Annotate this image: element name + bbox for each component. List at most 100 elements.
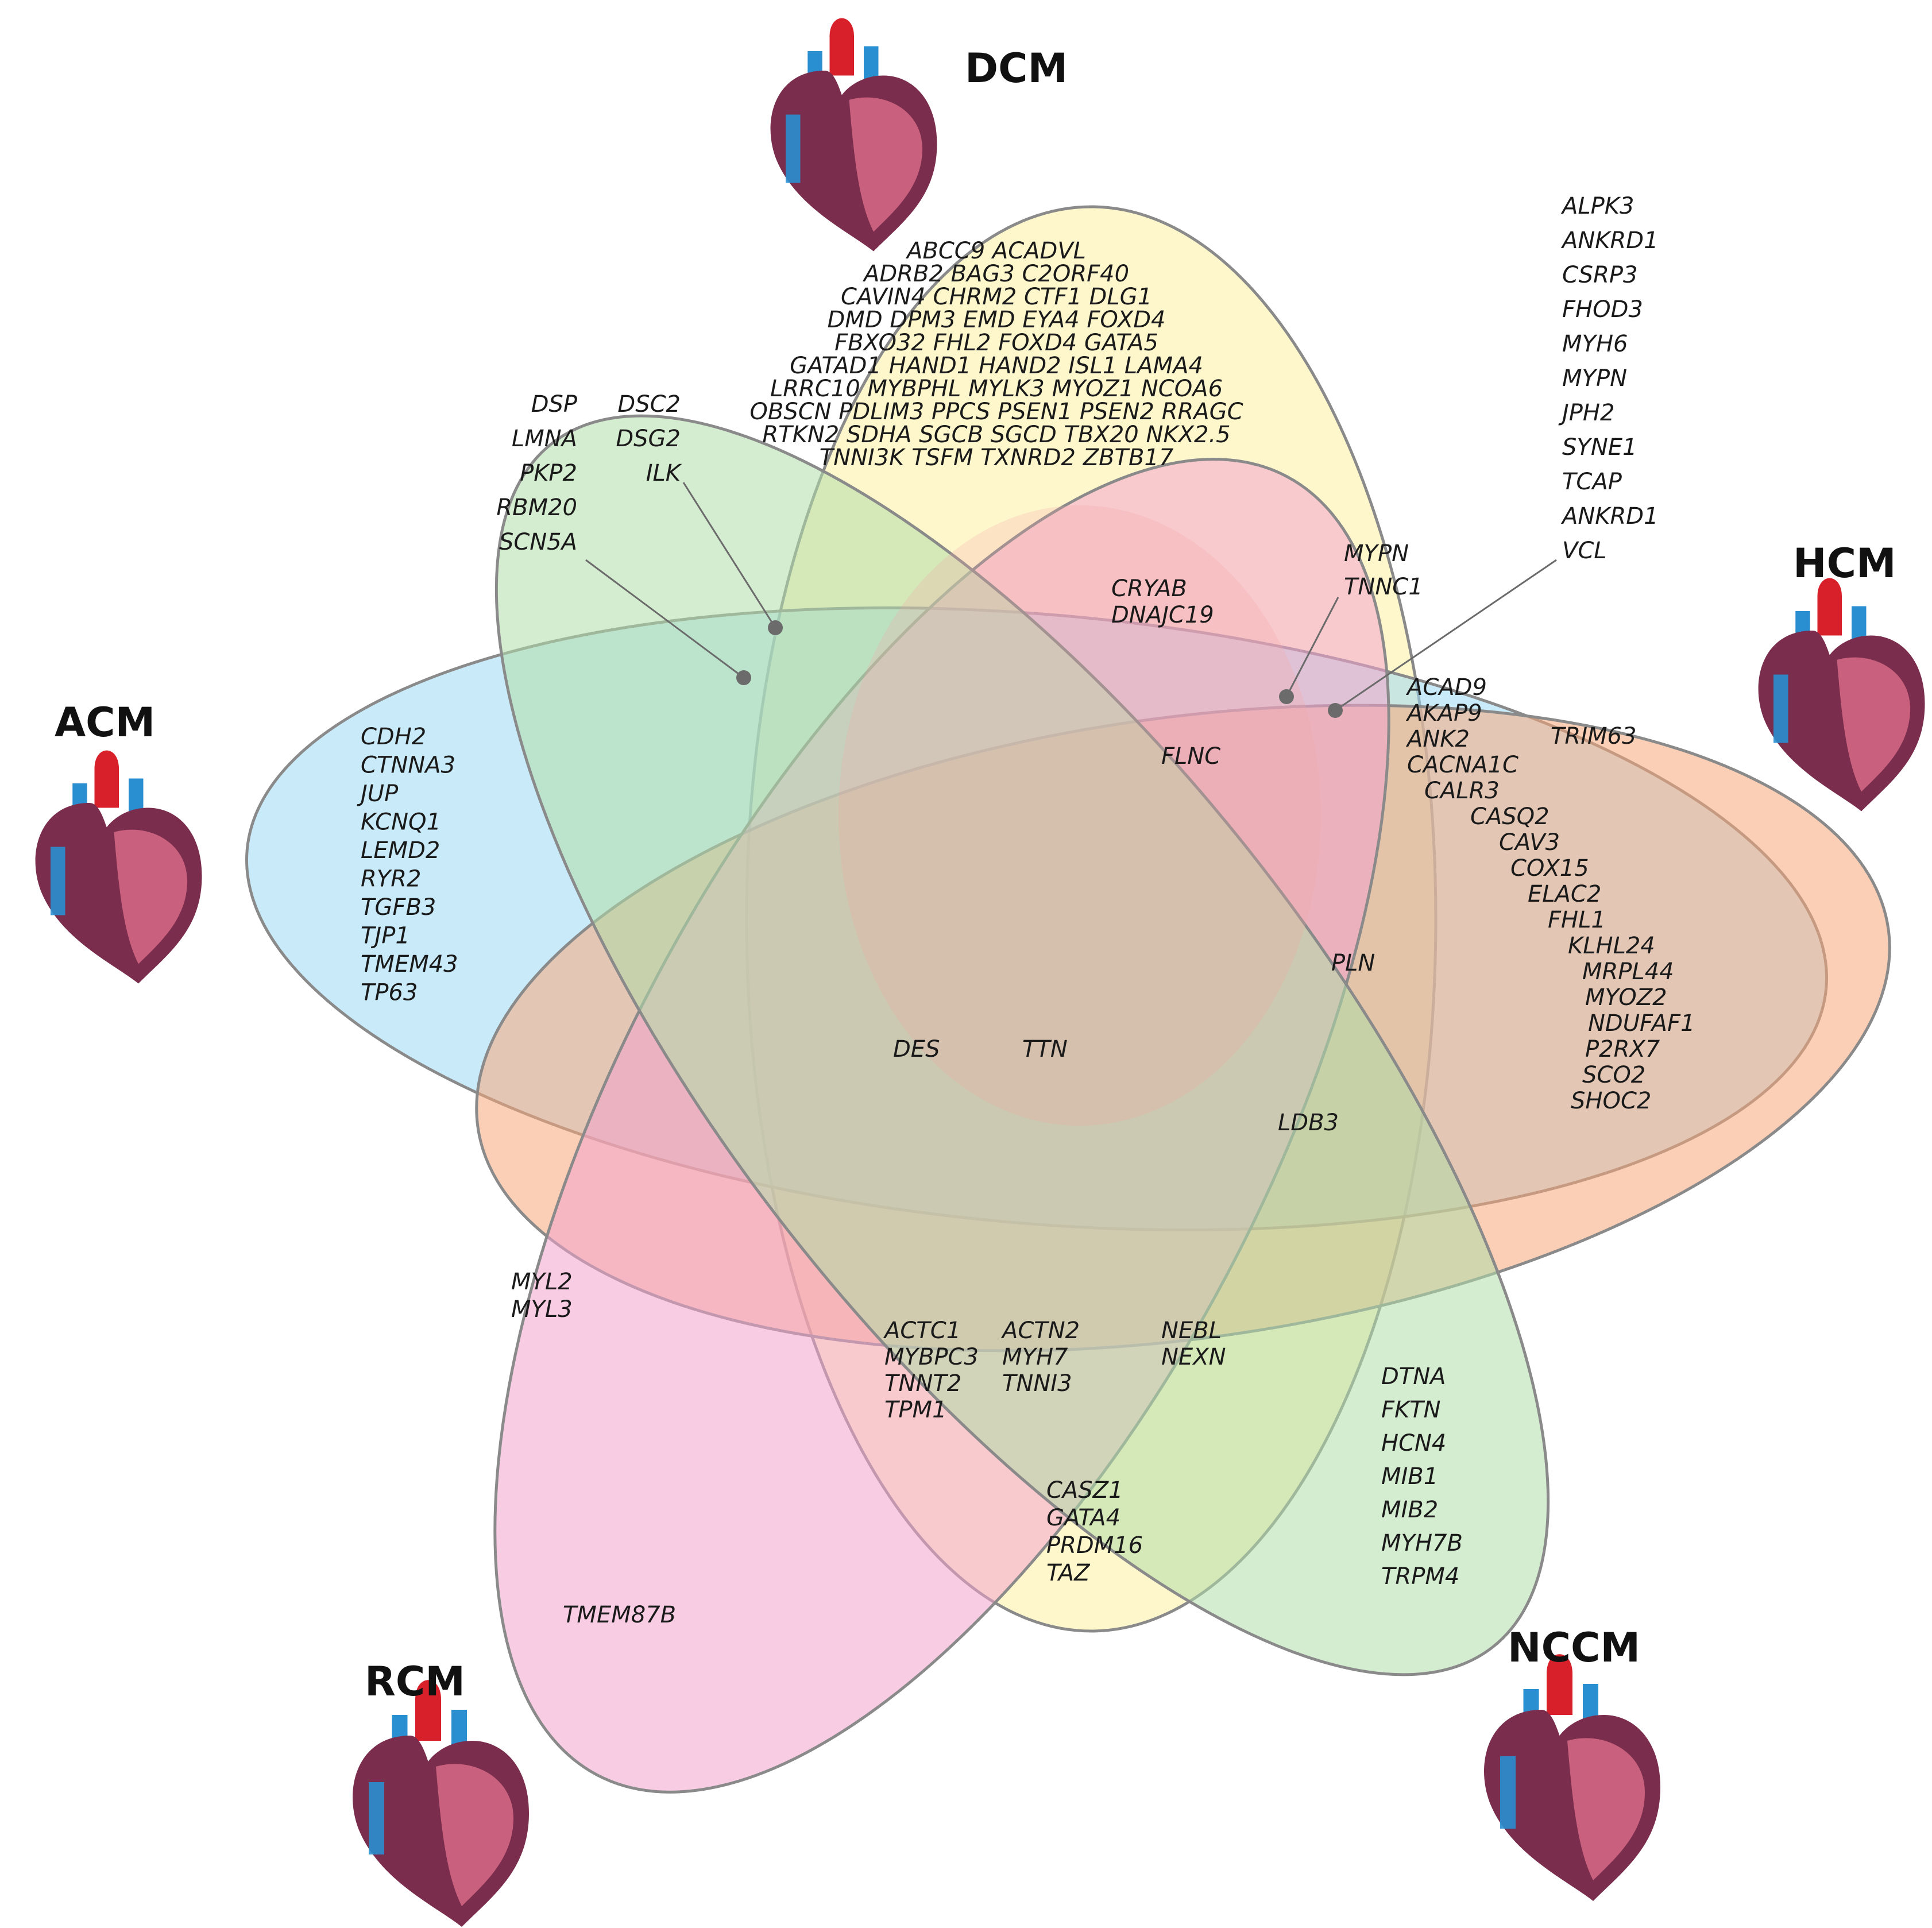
- gene-label-dcm: GATAD1 HAND1 HAND2 ISL1 LAMA4: [790, 353, 1203, 379]
- gene-label-nccm: MYH7B: [1381, 1530, 1463, 1556]
- gene-label-acm: CDH2: [361, 724, 426, 750]
- leader-line: [585, 559, 744, 679]
- gene-label-nccm: TRPM4: [1381, 1563, 1459, 1590]
- gene-label-nccm: MIB1: [1381, 1463, 1438, 1490]
- gene-label-nccm: FKTN: [1381, 1397, 1441, 1423]
- gene-label-callout: JPH2: [1558, 400, 1614, 426]
- gene-label-hcm: ELAC2: [1528, 881, 1601, 907]
- gene-label-dcm: TNNI3K TSFM TXNRD2 ZBTB17: [820, 445, 1174, 471]
- gene-label-overlap: ACTC1: [883, 1317, 961, 1344]
- gene-label-dcm: LRRC10 MYBPHL MYLK3 MYOZ1 NCOA6: [770, 376, 1223, 402]
- gene-label-overlap: MYBPC3: [884, 1344, 979, 1370]
- set-label-nccm: NCCM: [1508, 1624, 1640, 1671]
- set-label-rcm: RCM: [365, 1658, 465, 1705]
- gene-label-overlap: CRYAB: [1111, 575, 1187, 602]
- gene-label-overlap: MYH7: [1002, 1344, 1068, 1370]
- gene-label-callout: CSRP3: [1562, 262, 1637, 288]
- gene-label-dcm: DMD DPM3 EMD EYA4 FOXD4: [828, 307, 1166, 333]
- gene-label-callout: MYPN: [1562, 365, 1627, 392]
- gene-label-overlap: TNNT2: [884, 1370, 961, 1397]
- gene-label-hcm: AKAP9: [1405, 700, 1482, 727]
- gene-label-callout: LMNA: [512, 426, 577, 452]
- heart-icon: [35, 750, 202, 984]
- gene-label-overlap: PRDM16: [1046, 1532, 1143, 1559]
- gene-label-callout: SYNE1: [1562, 434, 1637, 461]
- gene-label-overlap: TPM1: [884, 1397, 947, 1423]
- callout-dot: [1328, 703, 1343, 718]
- gene-label-hcm: P2RX7: [1585, 1036, 1660, 1062]
- gene-label-overlap: ACTN2: [1000, 1317, 1080, 1344]
- gene-label-acm: LEMD2: [361, 837, 440, 864]
- gene-label-callout: ALPK3: [1560, 193, 1634, 219]
- heart-icon: [1758, 578, 1925, 812]
- gene-label-center: DES: [893, 1036, 940, 1062]
- callout-leaders: [585, 482, 1557, 718]
- gene-label-hcm: CAV3: [1499, 829, 1560, 856]
- gene-label-callout: DSP: [531, 391, 578, 418]
- leader-line: [1335, 559, 1557, 712]
- gene-label-callout: SCN5A: [499, 529, 577, 555]
- gene-label-overlap: LDB3: [1278, 1110, 1339, 1136]
- gene-label-dcm: RTKN2 SDHA SGCB SGCD TBX20 NKX2.5: [762, 422, 1230, 448]
- gene-label-overlap: TAZ: [1046, 1560, 1091, 1586]
- heart-icon: [353, 1680, 529, 1927]
- gene-label-overlap: NEBL: [1161, 1317, 1222, 1344]
- callout-dot: [1279, 689, 1294, 704]
- gene-label-acm: TGFB3: [361, 894, 436, 921]
- set-ellipses: [245, 205, 1891, 1794]
- gene-label-callout: DSG2: [616, 426, 681, 452]
- gene-label-overlap: CASZ1: [1046, 1477, 1123, 1504]
- gene-label-hcm: ANK2: [1405, 726, 1470, 752]
- gene-label-overlap: FLNC: [1161, 743, 1220, 770]
- heart-icon: [1484, 1654, 1660, 1901]
- gene-label-hcm: ACAD9: [1405, 674, 1487, 701]
- gene-label-hcm: CASQ2: [1470, 803, 1550, 830]
- gene-label-acm: TP63: [361, 980, 418, 1006]
- gene-label-nccm: HCN4: [1381, 1430, 1446, 1456]
- gene-label-nccm: MIB2: [1381, 1497, 1438, 1523]
- gene-label-overlap: DNAJC19: [1111, 602, 1214, 628]
- gene-label-hcm: SHOC2: [1571, 1088, 1651, 1114]
- gene-label-callout: RBM20: [496, 494, 577, 521]
- set-label-acm: ACM: [55, 699, 155, 746]
- gene-label-acm: RYR2: [361, 866, 421, 892]
- ellipse-nccm: [494, 414, 1550, 1676]
- gene-label-hcm: SCO2: [1582, 1062, 1645, 1088]
- gene-label-callout: TCAP: [1562, 469, 1622, 495]
- gene-label-callout: VCL: [1562, 538, 1607, 564]
- gene-label-acm: KCNQ1: [361, 809, 441, 836]
- set-label-dcm: DCM: [965, 45, 1068, 92]
- set-label-hcm: HCM: [1793, 540, 1896, 587]
- gene-label-acm: TJP1: [361, 923, 410, 949]
- gene-label-hcm: FHL1: [1548, 907, 1606, 933]
- gene-label-callout: PKP2: [520, 460, 577, 486]
- gene-label-overlap: MYL2: [511, 1269, 573, 1295]
- gene-label-overlap: NEXN: [1161, 1344, 1226, 1370]
- heart-icon: [770, 18, 937, 252]
- gene-label-overlap: PLN: [1331, 950, 1375, 976]
- gene-label-callout: ILK: [646, 460, 682, 486]
- gene-label-callout: DSC2: [617, 391, 681, 418]
- gene-label-dcm: FBXO32 FHL2 FOXD4 GATA5: [834, 330, 1158, 356]
- gene-label-callout: MYH6: [1562, 331, 1628, 357]
- gene-label-overlap: MYL3: [511, 1296, 573, 1323]
- overlap-tint: [839, 505, 1321, 1126]
- gene-label-callout: TNNC1: [1344, 574, 1423, 600]
- gene-label-hcm: MYOZ2: [1585, 984, 1667, 1011]
- leader-line: [1285, 597, 1339, 697]
- gene-label-callout: FHOD3: [1562, 296, 1643, 323]
- gene-label-hcm: MRPL44: [1582, 959, 1674, 985]
- gene-label-dcm: ADRB2 BAG3 C2ORF40: [862, 261, 1129, 287]
- gene-label-hcm: KLHL24: [1568, 933, 1655, 959]
- gene-label-overlap: GATA4: [1046, 1505, 1120, 1531]
- gene-label-rcm: TMEM87B: [563, 1602, 676, 1628]
- gene-label-dcm: OBSCN PDLIM3 PPCS PSEN1 PSEN2 RRAGC: [749, 399, 1243, 425]
- callout-dot: [736, 670, 751, 685]
- gene-label-hcm: TRIM63: [1551, 723, 1636, 749]
- gene-label-acm: TMEM43: [361, 951, 458, 977]
- gene-label-callout: MYPN: [1344, 540, 1409, 567]
- gene-label-overlap: TNNI3: [1002, 1370, 1072, 1397]
- gene-label-center: TTN: [1022, 1036, 1068, 1062]
- gene-label-hcm: CACNA1C: [1407, 752, 1518, 778]
